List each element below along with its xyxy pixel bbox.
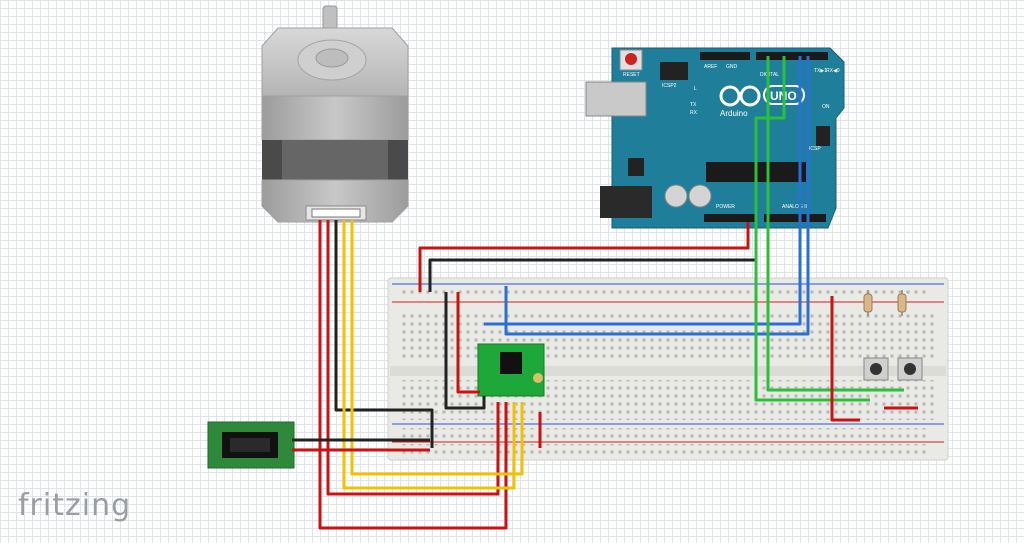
wire-motor-yellow-2 (350, 220, 524, 476)
wire-button-green-2 (754, 56, 870, 402)
dc-power-jack-module (207, 421, 295, 469)
reset-button[interactable] (625, 53, 637, 65)
wire-motor-yellow-1 (342, 220, 516, 490)
fritzing-logo: fritzing (18, 488, 132, 523)
led-tx-label: TX (690, 102, 697, 108)
led-rx-label: RX (690, 110, 698, 116)
analog-label: ANALOG IN (782, 204, 810, 210)
wire-button-supply (830, 296, 860, 422)
wire-motor-red-2 (326, 220, 500, 496)
wire-driver-vmot (456, 292, 480, 394)
resistor-2 (897, 290, 907, 316)
icsp-label: ICSP (809, 146, 821, 152)
push-button-1[interactable] (863, 357, 889, 381)
wire-button-green-1 (766, 56, 904, 392)
resistor-1 (863, 290, 873, 316)
wire-dir-blue (484, 56, 802, 326)
digital-label: DIGITAL (760, 72, 779, 78)
led-l-label: L (694, 86, 697, 92)
wire-motor-black (334, 220, 434, 448)
dc-jack (600, 186, 652, 218)
rxd-label: RX◀0 (826, 68, 840, 74)
arduino-uno: RESET ICSP2 DIGITAL AREF GND TX▶1 RX◀0 U… (585, 47, 845, 229)
wire-driver-gnd (444, 292, 486, 410)
wires (292, 56, 918, 530)
arduino-brand-label: Arduino (720, 109, 748, 118)
stepper-driver-board (477, 343, 545, 397)
wire-step-blue (504, 56, 810, 336)
wire-arduino-5v (418, 222, 750, 292)
push-button-2[interactable] (897, 357, 923, 381)
reset-label: RESET (623, 72, 640, 78)
stepper-motor (261, 5, 409, 223)
txd-label: TX▶1 (814, 68, 827, 74)
power-led-label: ON (822, 104, 830, 110)
icsp2-label: ICSP2 (662, 83, 677, 89)
gnd-label: GND (726, 64, 738, 70)
power-label: POWER (716, 204, 735, 210)
wire-motor-red-1 (318, 220, 508, 530)
driver-potentiometer (533, 373, 543, 383)
aref-label: AREF (704, 64, 717, 70)
usb-connector (585, 81, 647, 117)
driver-chip (500, 352, 522, 374)
